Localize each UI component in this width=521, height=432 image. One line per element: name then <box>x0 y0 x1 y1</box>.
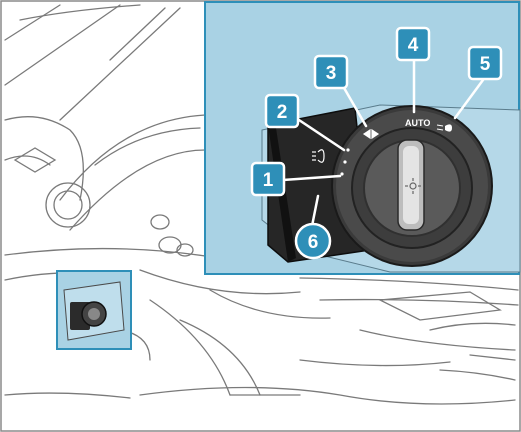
callout-1: 1 <box>252 163 284 195</box>
dial-auto-label: AUTO <box>405 118 430 128</box>
svg-text:3: 3 <box>326 63 337 84</box>
detail-panel: AUTO <box>205 2 520 274</box>
callout-2: 2 <box>266 95 298 127</box>
callout-5: 5 <box>469 47 501 79</box>
callout-4: 4 <box>397 28 429 60</box>
svg-text:4: 4 <box>408 35 419 56</box>
callout-3: 3 <box>315 56 347 88</box>
svg-text:2: 2 <box>277 102 288 123</box>
callout-6: 6 <box>296 224 330 258</box>
locator-highlight <box>57 271 131 349</box>
svg-text:6: 6 <box>308 232 319 253</box>
svg-text:1: 1 <box>263 170 274 191</box>
svg-text:5: 5 <box>480 54 491 75</box>
